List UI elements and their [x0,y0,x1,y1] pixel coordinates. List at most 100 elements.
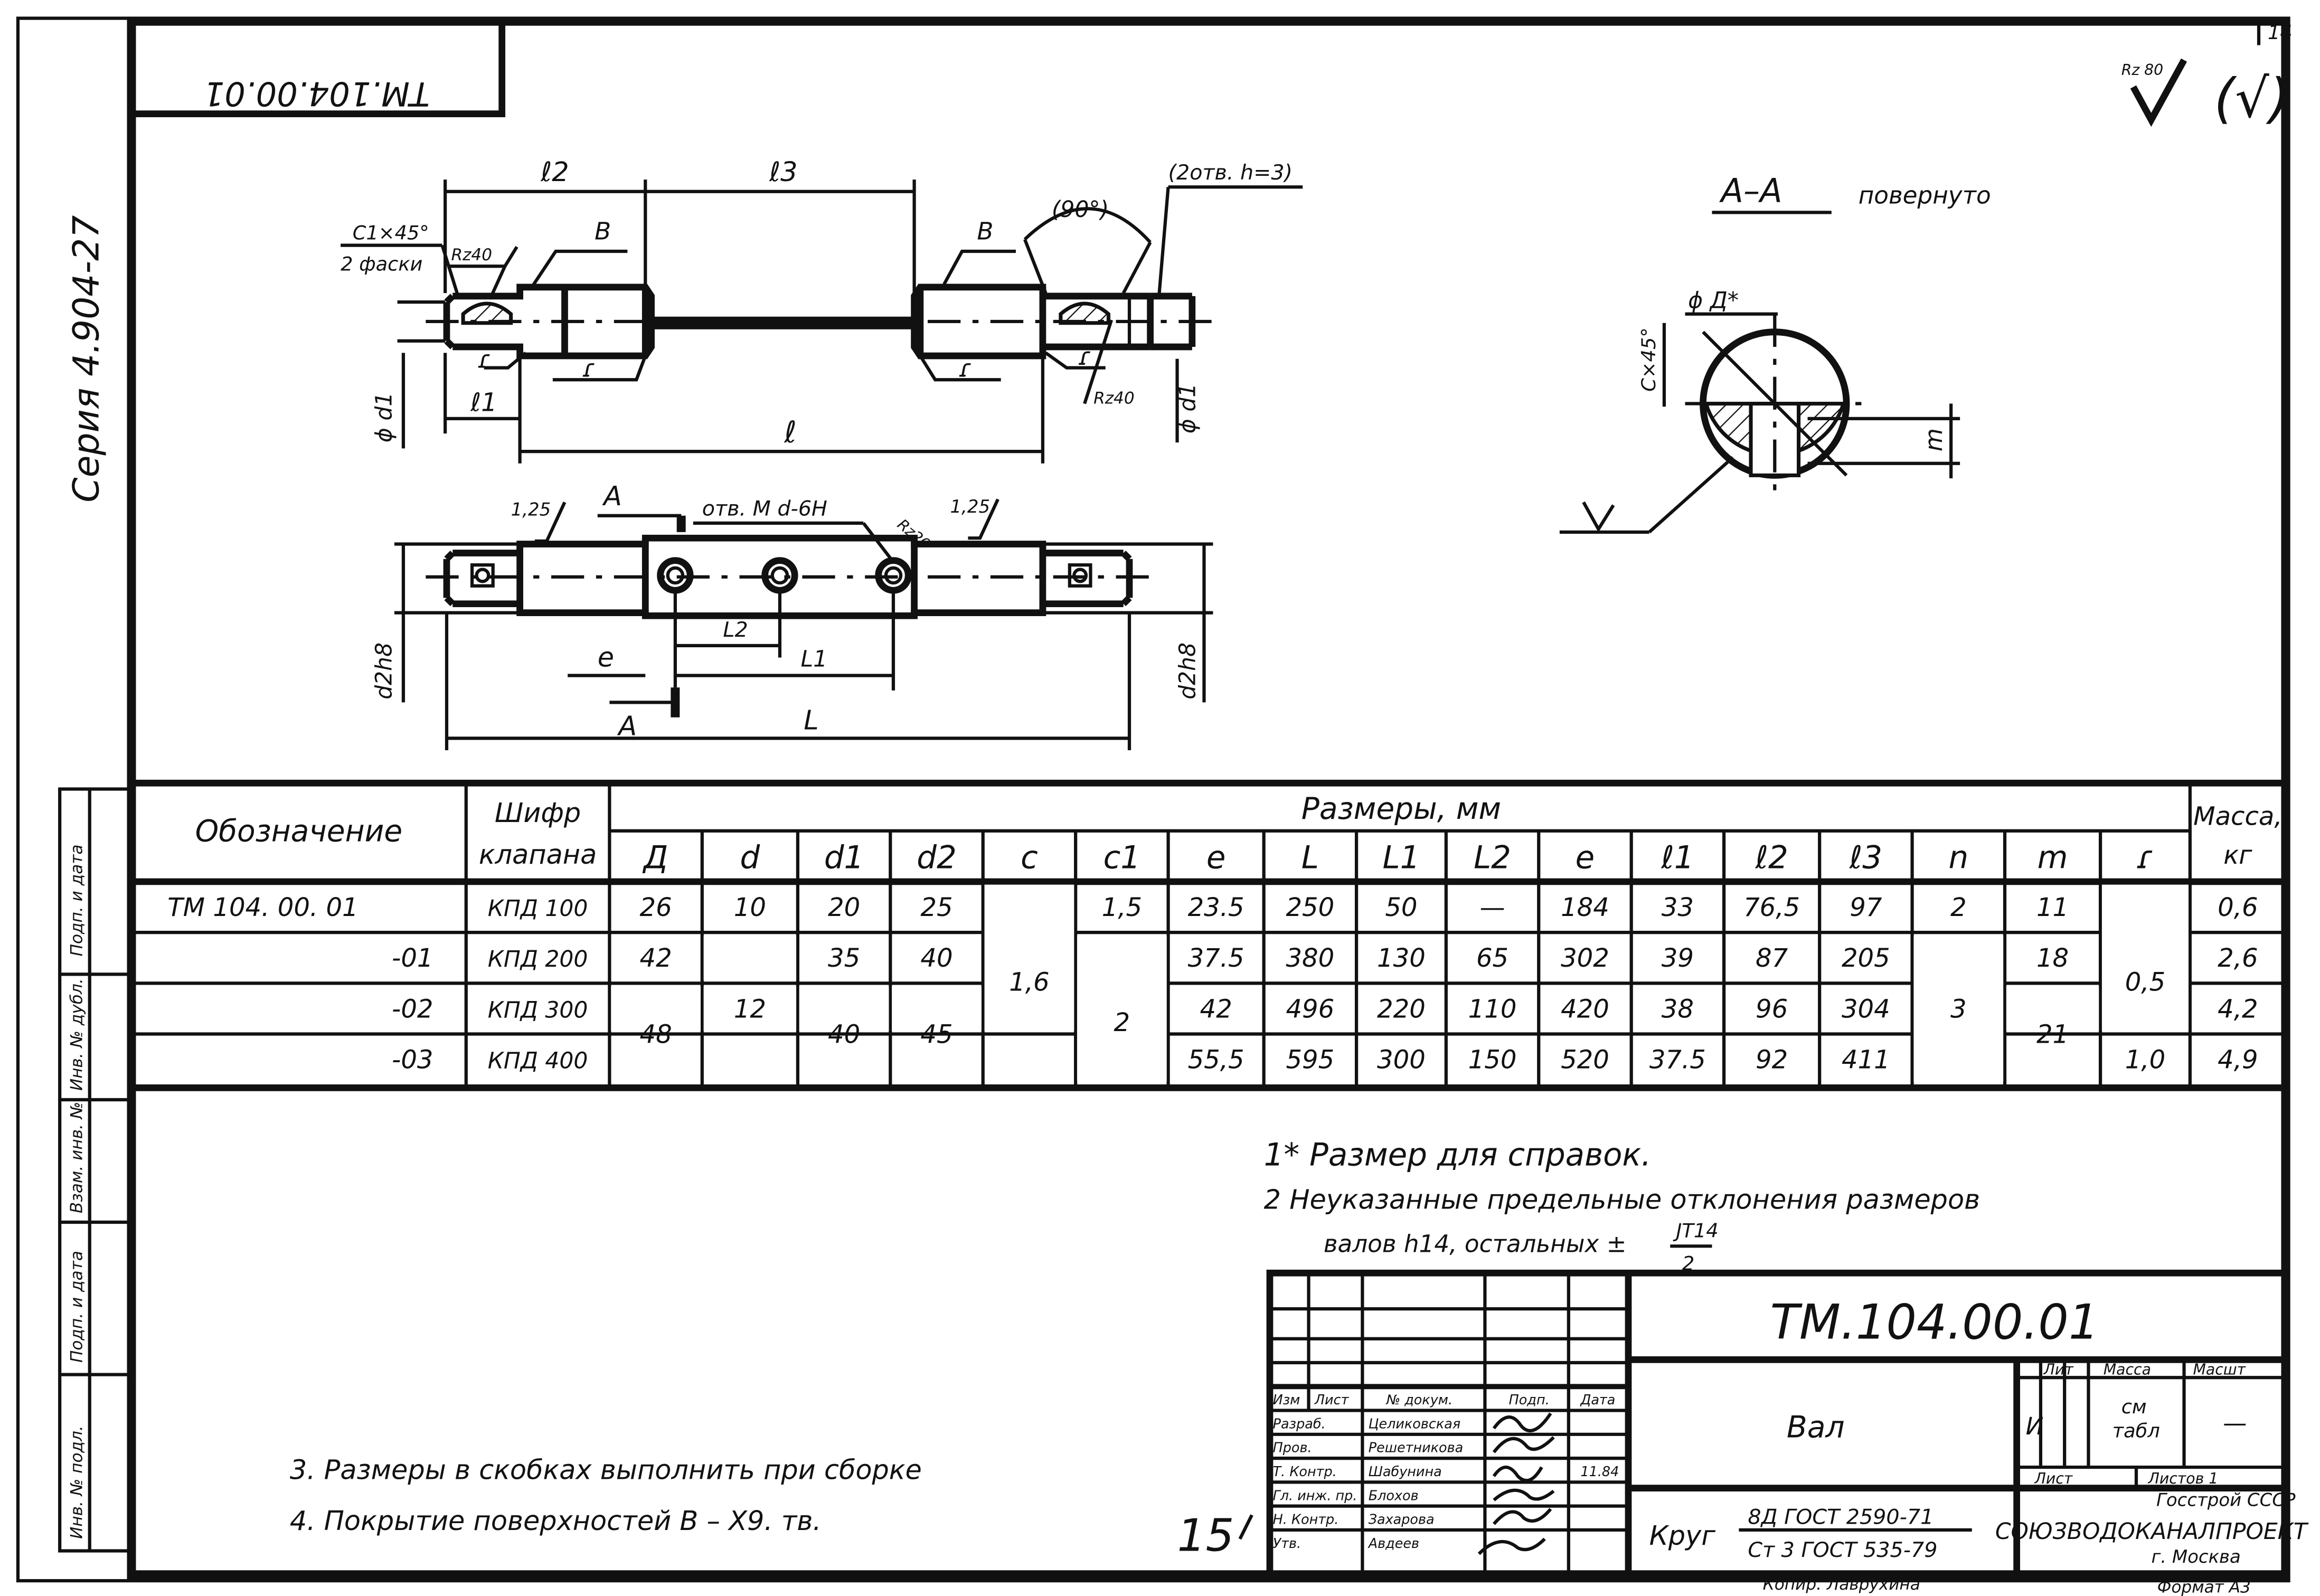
cell-code: КПД 400 [488,1049,588,1074]
dimensions-table: Обозначение Шифр клапана Размеры, мм Мас… [131,779,2286,1091]
dim-L: L [804,705,818,736]
holes-note: (2отв. h=3) [1168,160,1293,185]
tb-mass-value-line2: табл [2112,1419,2160,1442]
cell-code: КПД 100 [488,896,588,922]
top-code-box: ТМ.104.00.01 [131,24,506,118]
cell: 2 [1950,893,1967,922]
radius-right-big: ɾ [959,355,972,383]
cell: 20 [828,893,860,922]
cell: 23.5 [1188,893,1244,922]
tb-copier: Копир. Лаврухина [1763,1575,1920,1594]
tb-header-doc: № докум. [1385,1392,1453,1408]
note-2-fraction-bottom: 2 [1682,1252,1694,1275]
roughness-125-right: 1,25 [950,496,990,517]
cell: 302 [1561,943,1609,973]
tb-mass-value-line1: см [2121,1395,2147,1418]
dim-l: ℓ [784,415,796,450]
cell: 304 [1842,994,1890,1024]
tb-lit-label: Лит [2043,1361,2074,1378]
cell: 496 [1286,994,1334,1024]
cell: 97 [1850,893,1882,922]
section-chamfer: C×45° [1637,327,1660,392]
tb-role: Пров. [1273,1440,1312,1456]
cell: 76,5 [1743,893,1800,922]
tb-material-left: Круг [1649,1521,1716,1552]
table-row: -01 КПД 200 42 35 40 37.5 380 130 65 302… [392,943,2258,973]
roughness-corner-symbol: Rz 80 (√) [2121,58,2290,130]
cell: 1,5 [1102,893,1142,922]
cell: 1,0 [2125,1045,2165,1075]
cell-designation: -02 [392,994,433,1024]
note-3: 3. Размеры в скобках выполнить при сборк… [290,1455,922,1486]
page-number: 15 [1177,1509,1234,1562]
radius-left-big: ɾ [582,355,595,383]
tb-code: ТМ.104.00.01 [1770,1295,2099,1351]
tb-material-top: 8Д ГОСТ 2590-71 [1748,1505,1934,1529]
label-b-right: B [977,217,993,245]
dim-l3: ℓ3 [769,157,797,188]
cell-merged: 48 [639,1020,672,1050]
roughness-rz40-left: Rz40 [451,245,492,265]
header-code-line1: Шифр [495,798,581,829]
cell-mass: 0,6 [2218,893,2258,922]
tb-part-name: Вал [1787,1410,1845,1444]
cell: 39 [1662,943,1694,973]
tb-person: Блохов [1369,1488,1419,1504]
roughness-125-left: 1,25 [511,499,551,521]
sub-header: Д [642,839,668,876]
dim-l1: ℓ1 [470,388,497,418]
cell: 25 [920,893,952,922]
thread-note: отв. M d-6H [702,497,827,521]
radius-right-small: ɾ [1079,343,1091,371]
tb-person: Захарова [1369,1512,1435,1528]
strip-dup-inv: Инв. № дубл. [68,978,87,1091]
sub-header: L2 [1474,839,1511,876]
table-row: -02 КПД 300 42 496 220 110 420 38 96 304… [392,994,2258,1024]
dim-l2: ℓ2 [540,157,569,188]
tb-person: Авдеев [1368,1536,1419,1552]
cell: 38 [1662,994,1694,1024]
tb-format: Формат А3 [2157,1578,2251,1596]
cell-designation: -03 [392,1045,433,1075]
cell-merged: 21 [2036,1020,2069,1050]
cell-mass: 4,2 [2218,994,2258,1024]
dim-phi-d1-left: ϕ d1 [371,392,397,442]
cell: 42 [1200,994,1232,1024]
cell: 420 [1561,994,1609,1024]
cell: 55,5 [1188,1045,1244,1075]
sub-header: L1 [1382,839,1420,876]
cell: 11 [2036,893,2069,922]
sub-header: c [1021,839,1038,876]
tb-role: Н. Контр. [1273,1512,1339,1528]
radius-left-small: ɾ [478,346,491,374]
tb-sheet-label: Лист [2034,1470,2073,1487]
cell-merged: 0,5 [2125,967,2165,997]
cell-mass: 4,9 [2218,1045,2258,1075]
sub-header: e [1576,839,1595,876]
cell-merged: 2 [1114,1008,1130,1037]
chamfer-note-line2: 2 фаски [341,253,422,276]
cell: 42 [639,943,672,973]
tb-header-date: Дата [1580,1392,1615,1408]
roughness-corner-paren: (√) [2214,67,2290,130]
label-b-left: B [595,217,611,245]
cell: 87 [1756,943,1788,973]
tb-scale-label: Масшт [2193,1361,2247,1378]
title-block: Изм Лист № докум. Подп. Дата Разраб. Про… [1266,1269,2309,1596]
tb-date-value: 11.84 [1580,1464,1619,1480]
cell: 130 [1377,943,1426,973]
section-m: m [1920,428,1948,451]
chamfer-note-line1: C1×45° [353,221,429,244]
cell: 65 [1476,943,1508,973]
cell: 595 [1286,1045,1334,1075]
table-row: -03 КПД 400 55,5 595 300 150 520 37.5 92… [392,1045,2258,1075]
sub-header: ɾ [2137,839,2154,876]
cell-merged: 12 [734,994,766,1024]
series-label: Серия 4.904-27 [66,215,108,503]
cell: 92 [1756,1045,1788,1075]
header-code-line2: клапана [479,839,597,871]
sub-header: ℓ1 [1661,839,1694,876]
section-phi-D: ϕ Д* [1688,288,1739,314]
tb-mass-label: Масса [2104,1361,2151,1378]
